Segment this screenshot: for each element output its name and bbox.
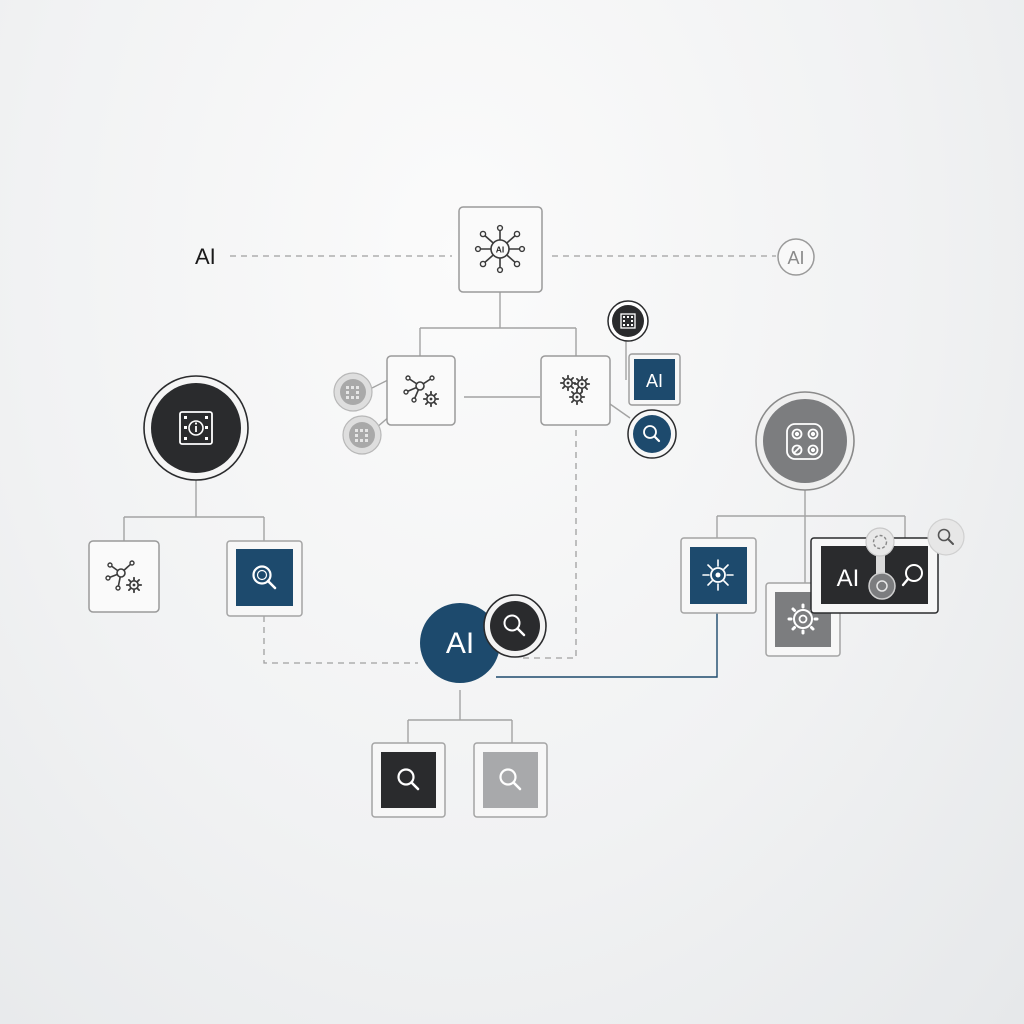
search-circle-node[interactable] (627, 409, 677, 459)
search-link (609, 403, 631, 419)
magnifier-icon (643, 425, 661, 443)
chip-circle-node[interactable] (607, 300, 649, 342)
toggle-knob-bottom[interactable] (868, 572, 896, 600)
floating-search-button[interactable] (927, 518, 965, 556)
left-tree-branch (123, 480, 265, 541)
chip-icon (346, 386, 359, 399)
network-gear-icon (702, 559, 734, 591)
dashed-link-left-hub (263, 616, 418, 664)
right-hub-node[interactable] (755, 391, 855, 491)
svg-text:AI: AI (446, 627, 474, 660)
connectors (123, 255, 906, 743)
ai-circle-right[interactable]: AI (777, 238, 815, 276)
right-network-node[interactable] (680, 537, 757, 614)
top-ai-node[interactable]: AI (458, 206, 543, 293)
mid-left-node[interactable] (386, 355, 456, 426)
gears-network-icon (105, 560, 143, 594)
hub-search-badge[interactable] (483, 594, 547, 658)
top-tree-branch (419, 292, 577, 356)
left-search-node[interactable] (226, 540, 303, 617)
svg-text:AI: AI (646, 371, 663, 391)
bottom-search-node-dark[interactable] (371, 742, 446, 818)
bottom-tree-branch (407, 690, 513, 743)
mid-right-node[interactable] (540, 355, 611, 426)
ai-network-icon: AI (474, 224, 526, 274)
bottom-search-node-gray[interactable] (473, 742, 548, 818)
hub-link-right (496, 612, 718, 678)
left-network-node[interactable] (88, 540, 160, 613)
toggle-knob-top[interactable] (865, 527, 895, 557)
svg-text:AI: AI (496, 245, 505, 255)
label-ai-left: AI (195, 244, 216, 269)
apps-icon (786, 423, 823, 460)
ai-square-node[interactable]: AI (628, 353, 681, 406)
small-node-link-1 (371, 379, 389, 389)
chip-icon (620, 313, 636, 329)
gears-network-icon (403, 375, 440, 408)
left-hub-node[interactable] (143, 375, 249, 481)
svg-text:AI: AI (837, 565, 860, 592)
info-chip-icon (179, 411, 213, 445)
small-chip-node-2[interactable] (342, 415, 382, 455)
svg-text:AI: AI (787, 248, 804, 268)
magnifier-icon (901, 564, 923, 587)
small-chip-node-1[interactable] (333, 372, 373, 412)
right-tree-branch (716, 490, 906, 584)
magnifier-icon (503, 614, 526, 637)
dashed-link-down (520, 430, 577, 659)
chip-icon (355, 429, 368, 442)
magnifier-icon (252, 565, 277, 590)
central-ai-hub[interactable]: AI (420, 603, 500, 683)
